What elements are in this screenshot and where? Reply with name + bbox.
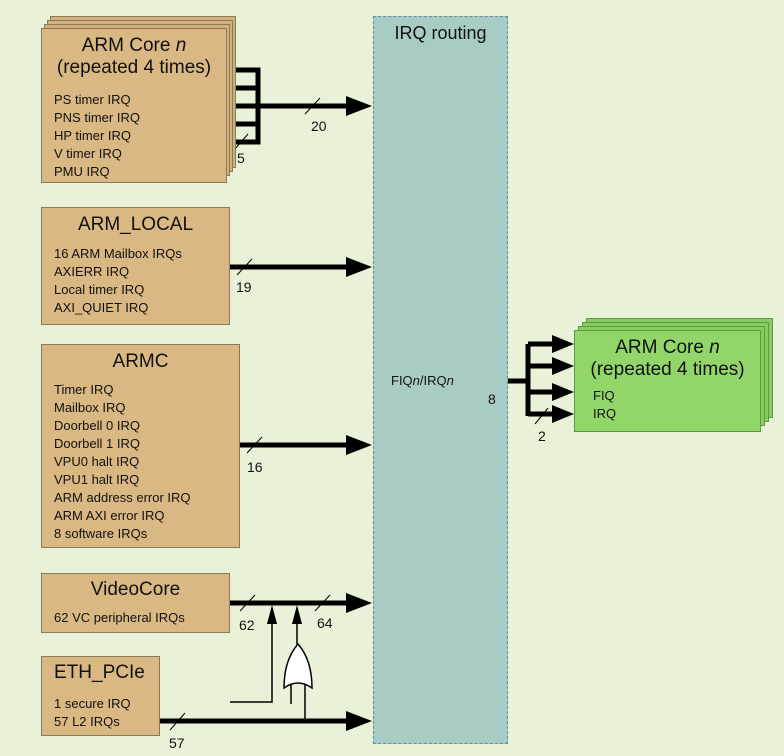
bus-width-out-per: 2 bbox=[538, 428, 546, 444]
core-out-title: ARM Core n (repeated 4 times) bbox=[590, 337, 745, 380]
core-out-list: FIQ IRQ bbox=[593, 387, 616, 423]
bus-width-core-per: 5 bbox=[237, 150, 245, 166]
videocore-box: VideoCore 62 VC peripheral IRQs bbox=[41, 573, 230, 633]
list-item: FIQ bbox=[593, 388, 615, 403]
list-item: PS timer IRQ bbox=[54, 92, 131, 107]
bus-width-videocore: 62 bbox=[239, 617, 255, 633]
list-item: Mailbox IRQ bbox=[54, 400, 126, 415]
arm-local-box: ARM_LOCAL 16 ARM Mailbox IRQs AXIERR IRQ… bbox=[41, 207, 230, 325]
armc-list: Timer IRQ Mailbox IRQ Doorbell 0 IRQ Doo… bbox=[54, 381, 191, 543]
bus-width-armc: 16 bbox=[247, 459, 263, 475]
list-item: 62 VC peripheral IRQs bbox=[54, 610, 185, 625]
list-item: Local timer IRQ bbox=[54, 282, 145, 297]
eth-bus bbox=[160, 711, 372, 731]
list-item: AXIERR IRQ bbox=[54, 264, 130, 279]
eth-pcie-box: ETH_PCIe 1 secure IRQ 57 L2 IRQs bbox=[41, 656, 160, 736]
routing-output-label: FIQn/IRQn bbox=[391, 373, 454, 388]
bus-width-out-total: 8 bbox=[488, 391, 496, 407]
bus-width-combined: 64 bbox=[317, 615, 333, 631]
list-item: VPU0 halt IRQ bbox=[54, 454, 140, 469]
bus-width-arm-local: 19 bbox=[236, 279, 252, 295]
core-in-title: ARM Core n (repeated 4 times) bbox=[56, 35, 212, 78]
list-item: Doorbell 0 IRQ bbox=[54, 418, 140, 433]
videocore-bus bbox=[230, 593, 372, 703]
armc-title: ARMC bbox=[112, 351, 169, 372]
list-item: HP timer IRQ bbox=[54, 128, 132, 143]
list-item: VPU1 halt IRQ bbox=[54, 472, 140, 487]
list-item: 16 ARM Mailbox IRQs bbox=[54, 246, 182, 261]
bus-width-core-total: 20 bbox=[311, 118, 327, 134]
list-item: 8 software IRQs bbox=[54, 526, 148, 541]
list-item: PNS timer IRQ bbox=[54, 110, 140, 125]
arm-core-output-box: ARM Core n (repeated 4 times) FIQ IRQ bbox=[574, 330, 761, 432]
videocore-list: 62 VC peripheral IRQs bbox=[54, 609, 185, 627]
list-item: IRQ bbox=[593, 406, 617, 421]
eth-pcie-title: ETH_PCIe bbox=[54, 662, 145, 683]
list-item: AXI_QUIET IRQ bbox=[54, 300, 149, 315]
arm-core-input-box: ARM Core n (repeated 4 times) PS timer I… bbox=[41, 28, 227, 183]
list-item: ARM AXI error IRQ bbox=[54, 508, 165, 523]
arm-local-bus bbox=[230, 257, 372, 277]
arm-local-list: 16 ARM Mailbox IRQs AXIERR IRQ Local tim… bbox=[54, 245, 182, 317]
bus-width-eth: 57 bbox=[169, 735, 185, 751]
eth-pcie-list: 1 secure IRQ 57 L2 IRQs bbox=[54, 695, 131, 731]
list-item: Doorbell 1 IRQ bbox=[54, 436, 140, 451]
or-gate bbox=[283, 642, 313, 721]
irq-routing-title: IRQ routing bbox=[394, 23, 487, 43]
list-item: V timer IRQ bbox=[54, 146, 122, 161]
core-in-list: PS timer IRQ PNS timer IRQ HP timer IRQ … bbox=[54, 91, 140, 181]
list-item: PMU IRQ bbox=[54, 164, 110, 179]
core-in-bus bbox=[233, 67, 372, 151]
list-item: Timer IRQ bbox=[54, 382, 114, 397]
list-item: 1 secure IRQ bbox=[54, 696, 131, 711]
irq-routing-block: IRQ routing bbox=[373, 16, 508, 744]
list-item: 57 L2 IRQs bbox=[54, 714, 120, 729]
list-item: ARM address error IRQ bbox=[54, 490, 191, 505]
videocore-title: VideoCore bbox=[90, 579, 181, 600]
armc-bus bbox=[240, 435, 372, 455]
arm-local-title: ARM_LOCAL bbox=[77, 214, 194, 235]
armc-box: ARMC Timer IRQ Mailbox IRQ Doorbell 0 IR… bbox=[41, 344, 240, 548]
